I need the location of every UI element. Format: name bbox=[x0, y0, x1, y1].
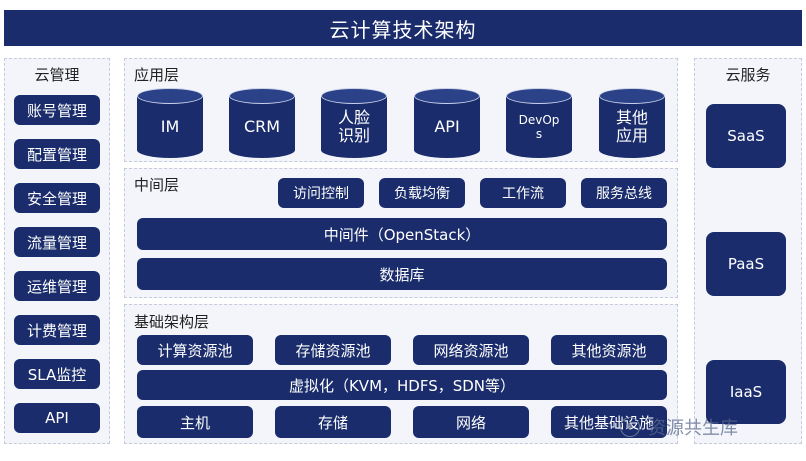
api-cylinder: API bbox=[414, 88, 480, 158]
storage-pool-box: 存储资源池 bbox=[275, 335, 391, 365]
host-box: 主机 bbox=[137, 406, 253, 438]
load-balancing-box: 负载均衡 bbox=[379, 178, 465, 208]
cloud-services-heading: 云服务 bbox=[725, 66, 771, 84]
traffic-management-box: 流量管理 bbox=[14, 227, 100, 257]
network-box: 网络 bbox=[413, 406, 529, 438]
api-management-box: API bbox=[14, 403, 100, 433]
security-management-box: 安全管理 bbox=[14, 183, 100, 213]
other-apps-label: 其他 应用 bbox=[615, 108, 648, 145]
application-layer-heading: 应用层 bbox=[134, 66, 180, 84]
watermark-logo-icon bbox=[620, 417, 640, 437]
sla-monitoring-box: SLA监控 bbox=[14, 359, 100, 389]
operations-management-box: 运维管理 bbox=[14, 271, 100, 301]
application-layer-panel bbox=[124, 58, 678, 162]
watermark: 资源共生库 bbox=[620, 414, 738, 440]
billing-management-box: 计费管理 bbox=[14, 315, 100, 345]
network-pool-box: 网络资源池 bbox=[413, 335, 529, 365]
cloud-management-heading: 云管理 bbox=[34, 66, 80, 84]
service-bus-box: 服务总线 bbox=[581, 178, 667, 208]
iaas-box: IaaS bbox=[706, 360, 786, 424]
storage-box: 存储 bbox=[275, 406, 391, 438]
other-apps-cylinder: 其他 应用 bbox=[599, 88, 665, 158]
devops-cylinder: DevOp s bbox=[506, 88, 572, 158]
diagram-title: 云计算技术架构 bbox=[4, 10, 802, 46]
account-management-box: 账号管理 bbox=[14, 95, 100, 125]
devops-label: DevOp s bbox=[518, 113, 560, 141]
workflow-box: 工作流 bbox=[480, 178, 566, 208]
crm-label: CRM bbox=[243, 117, 281, 136]
im-cylinder: IM bbox=[137, 88, 203, 158]
watermark-text: 资源共生库 bbox=[648, 418, 738, 439]
database-bar: 数据库 bbox=[137, 258, 667, 290]
compute-pool-box: 计算资源池 bbox=[137, 335, 253, 365]
configuration-management-box: 配置管理 bbox=[14, 139, 100, 169]
api-label: API bbox=[434, 117, 460, 136]
crm-cylinder: CRM bbox=[229, 88, 295, 158]
access-control-box: 访问控制 bbox=[278, 178, 364, 208]
middle-layer-heading: 中间层 bbox=[134, 176, 180, 194]
face-recognition-cylinder: 人脸 识别 bbox=[321, 88, 387, 158]
saas-box: SaaS bbox=[706, 104, 786, 168]
im-label: IM bbox=[160, 117, 180, 136]
virtualization-bar: 虚拟化（KVM，HDFS，SDN等） bbox=[137, 370, 667, 400]
paas-box: PaaS bbox=[706, 232, 786, 296]
face-recognition-label: 人脸 识别 bbox=[337, 108, 370, 145]
middleware-bar: 中间件（OpenStack） bbox=[137, 218, 667, 250]
infrastructure-layer-heading: 基础架构层 bbox=[134, 313, 210, 331]
other-pool-box: 其他资源池 bbox=[551, 335, 667, 365]
